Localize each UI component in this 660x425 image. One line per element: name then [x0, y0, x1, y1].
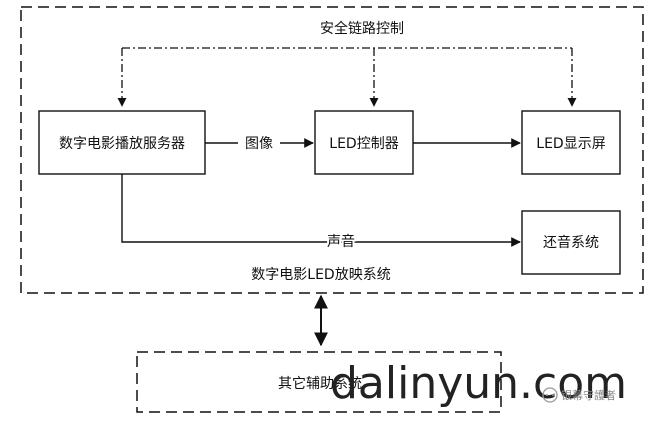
edge-image-label: 图像	[245, 136, 273, 152]
node-server-label: 数字电影播放服务器	[59, 136, 185, 152]
node-server: 数字电影播放服务器	[38, 110, 206, 175]
node-led-display-label: LED显示屏	[536, 136, 605, 152]
node-led-controller: LED控制器	[314, 110, 414, 175]
node-other-systems	[136, 351, 502, 413]
safety-link-lines	[117, 47, 577, 107]
node-led-display: LED显示屏	[521, 110, 621, 175]
edge-sound-label: 声音	[327, 233, 355, 250]
node-sound-system-label: 还音系统	[543, 234, 599, 251]
watermark-badge-text: 银幕守護者	[561, 388, 616, 402]
outer-system-boundary	[20, 6, 644, 294]
top-link-label: 安全链路控制	[320, 20, 404, 37]
chat-bubble-icon	[542, 387, 558, 403]
node-led-controller-label: LED控制器	[329, 136, 398, 152]
watermark-badge: 银幕守護者	[542, 387, 616, 403]
watermark-text: dalinyun.com	[330, 358, 627, 409]
outer-system-caption: 数字电影LED放映系统	[251, 267, 390, 283]
node-sound-system: 还音系统	[521, 210, 621, 275]
edge-sound-arrow	[121, 174, 521, 247]
node-other-systems-label: 其它辅助系统	[278, 375, 362, 392]
